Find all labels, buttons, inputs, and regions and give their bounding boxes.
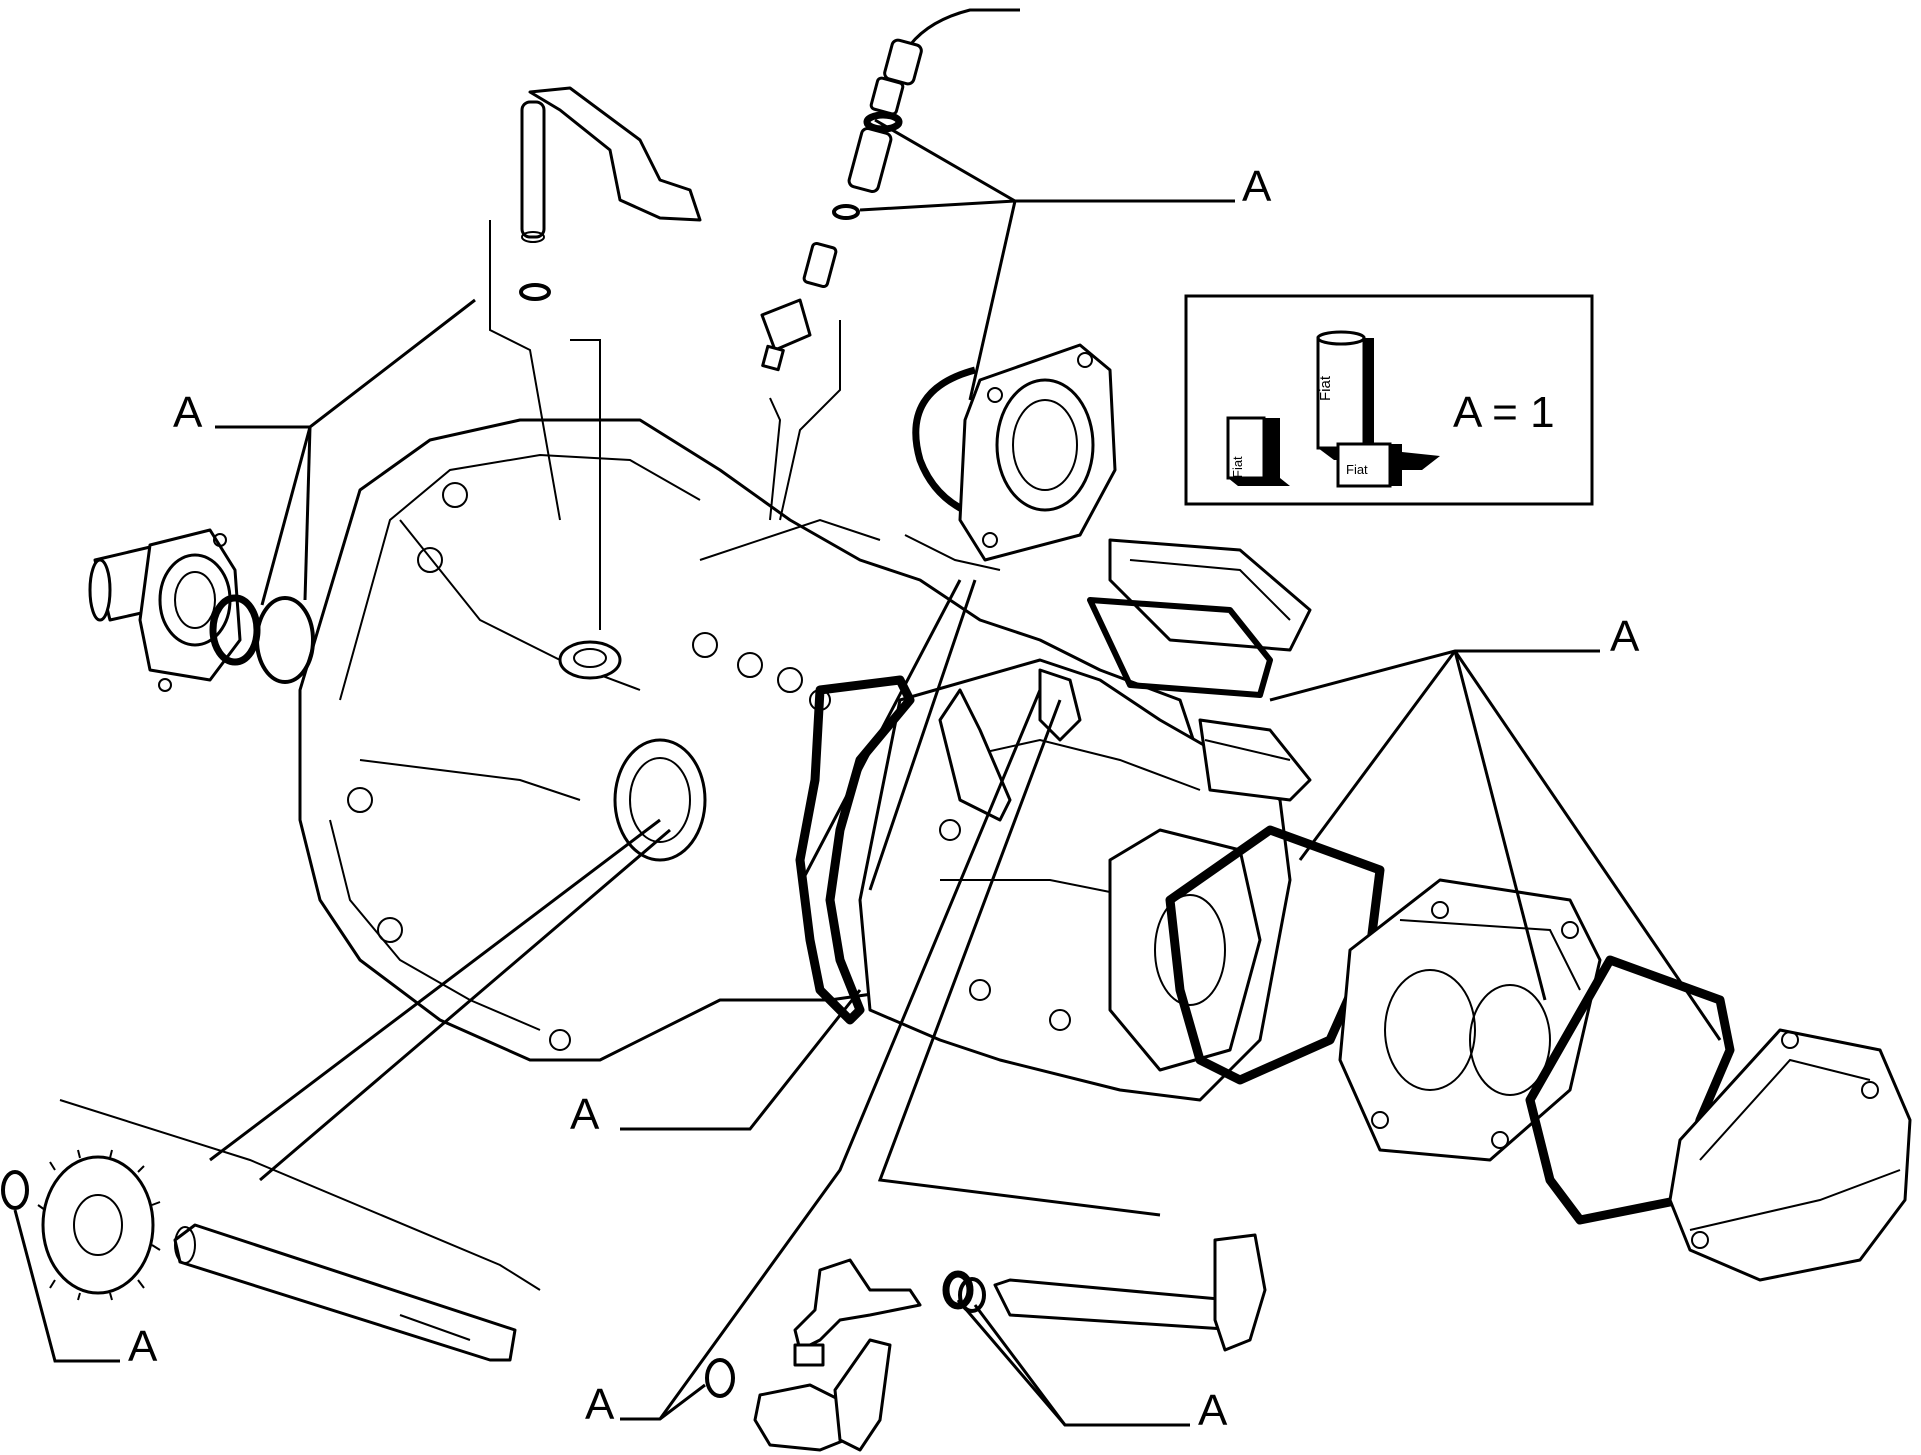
shift-lever-assembly: [519, 86, 702, 301]
callout-label: A: [585, 1380, 615, 1429]
selector-levers: [753, 1258, 922, 1452]
reverse-gear-oring: [1, 1170, 29, 1210]
speedo-oring: [832, 204, 860, 220]
intermediate-plate: [1338, 878, 1602, 1162]
input-oring: [255, 596, 315, 684]
tube-brand-2: Fiat: [1230, 456, 1245, 478]
leader-lines: [13, 118, 1722, 1427]
legend-text: A = 1: [1453, 388, 1555, 437]
cover-plates: [1087, 538, 1312, 802]
sealant-tubes-icon: Fiat Fiat Fiat: [1226, 330, 1440, 488]
callout-label: A: [173, 388, 203, 437]
selector-oring-left: [705, 1358, 735, 1398]
rear-end-cover: [1668, 1028, 1912, 1282]
housing-gasket: [795, 675, 915, 1025]
reverse-gear: [37, 1149, 161, 1301]
input-flange: [88, 528, 315, 692]
selector-seal-rings: [942, 1270, 974, 1310]
reverse-shaft: [173, 1223, 517, 1362]
shift-shaft-oring: [519, 283, 551, 301]
speedo-flange: [912, 343, 1117, 562]
speedometer-drive: [760, 8, 1020, 372]
callout-label: A: [1198, 1386, 1228, 1435]
tube-brand-1: Fiat: [1317, 375, 1334, 401]
selector-shaft: [942, 1233, 1267, 1352]
tube-brand-3: Fiat: [1346, 462, 1368, 477]
callout-label: A: [1242, 162, 1272, 211]
callout-label: A: [570, 1090, 600, 1139]
callout-label: A: [128, 1322, 158, 1371]
cover-plate-gasket: [1087, 597, 1273, 698]
callout-label: A: [1610, 612, 1640, 661]
legend-box: Fiat Fiat Fiat A = 1: [1184, 294, 1594, 506]
rear-case-gasket-1: [1165, 825, 1385, 1085]
gearbox-housing: [298, 418, 1292, 1102]
